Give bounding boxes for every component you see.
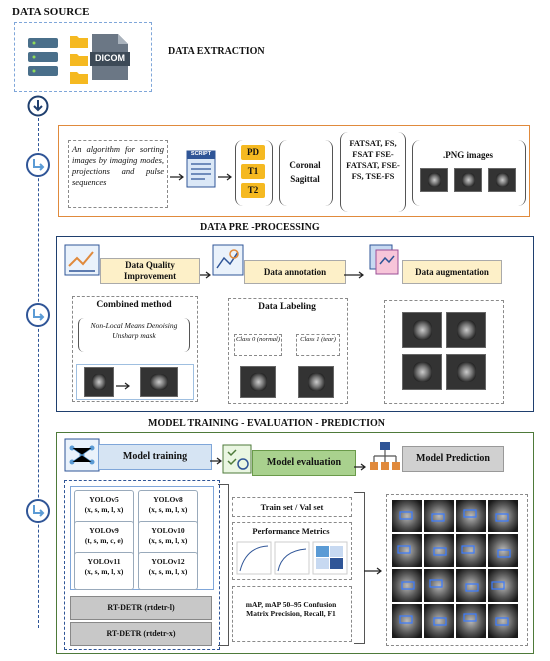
model-evaluation-label: Model evaluation	[252, 450, 356, 476]
augmented-image	[446, 354, 486, 390]
flow-arrow-icon	[364, 562, 384, 575]
prediction-image-grid	[392, 500, 520, 638]
flow-arrow-icon	[116, 377, 132, 390]
flow-arrow-icon	[354, 458, 368, 471]
projections-bracket	[279, 140, 333, 206]
knee-mri-before	[84, 367, 114, 397]
model-panel	[56, 432, 534, 654]
augmented-image	[402, 354, 442, 390]
combined-method-title: Combined method	[96, 300, 172, 310]
pulse-sequences: FATSAT, FS, FSAT FSE- FATSAT, FSE-FS, TS…	[346, 138, 400, 181]
dicom-file-icon: DICOM	[90, 32, 130, 82]
mode-t1: T1	[241, 164, 265, 179]
augmentation-box	[384, 300, 504, 404]
prediction-icon	[368, 440, 402, 474]
augmented-image	[402, 312, 442, 348]
class-1-label: Class 1 (tear)	[296, 334, 340, 356]
rtdetr-x: RT-DETR (rtdetr-x)	[70, 622, 212, 646]
evaluation-icon	[222, 444, 252, 474]
class-1-image	[298, 366, 334, 398]
data-source-title: DATA SOURCE	[12, 6, 90, 18]
preprocessing-panel	[56, 236, 534, 412]
png-thumbnail	[488, 168, 516, 192]
neural-net-icon	[64, 438, 100, 472]
knee-mri-after	[140, 367, 178, 397]
flow-arrow-icon	[218, 168, 234, 181]
preprocessing-title: DATA PRE -PROCESSING	[200, 222, 320, 233]
yolo-v11: YOLOv11(x, s, m, l, x)	[74, 552, 134, 590]
server-icon	[26, 36, 66, 80]
step-arrow-icon	[25, 302, 51, 328]
dicom-label: DICOM	[95, 53, 125, 63]
script-icon: SCRIPT	[186, 150, 216, 188]
train-val-box: Train set / Val set	[232, 497, 352, 517]
augmented-image	[446, 312, 486, 348]
folder-icon	[68, 32, 90, 84]
rtdetr-l: RT-DETR (rtdetr-l)	[70, 596, 212, 620]
data-labeling-box	[228, 298, 348, 404]
mode-t2: T2	[241, 183, 265, 198]
annotation-icon	[212, 244, 244, 276]
performance-metrics-title: Performance Metrics	[252, 526, 330, 536]
yolo-v12: YOLOv12(x, s, m, l, x)	[138, 552, 198, 590]
sequences-bracket	[340, 132, 406, 212]
algorithm-description: An algorithm for sorting images by imagi…	[68, 140, 168, 208]
timeline-line	[38, 118, 39, 628]
model-prediction-label: Model Prediction	[402, 446, 504, 472]
combined-method-box	[72, 296, 198, 402]
step-arrow-icon	[25, 152, 51, 178]
model-pipeline-title: MODEL TRAINING - EVALUATION - PREDICTION	[148, 418, 385, 429]
augmentation-label: Data augmentation	[402, 260, 502, 284]
script-label: SCRIPT	[190, 151, 212, 157]
quality-label: Data Quality Improvement	[100, 258, 200, 284]
connector-bracket	[218, 484, 229, 646]
step-arrow-icon	[25, 498, 51, 524]
png-thumbnail	[420, 168, 448, 192]
combined-method-list: Non-Local Means Denoising Unsharp mask	[78, 318, 190, 352]
class-0-image	[240, 366, 276, 398]
png-thumbnail	[454, 168, 482, 192]
connector-bracket	[354, 492, 365, 644]
model-training-label: Model training	[98, 444, 212, 470]
models-group	[64, 480, 220, 650]
projection-sagittal: Sagittal	[290, 174, 320, 184]
flow-arrow-icon	[170, 168, 186, 181]
extraction-panel	[58, 125, 530, 217]
modes-bracket	[235, 140, 273, 206]
mode-pd: PD	[241, 145, 265, 160]
performance-metrics-box	[232, 522, 352, 580]
augmentation-icon	[366, 244, 402, 276]
annotation-label: Data annotation	[244, 260, 346, 284]
down-arrow-icon	[27, 95, 49, 117]
metrics-list-box	[232, 586, 352, 642]
flow-arrow-icon	[210, 452, 224, 465]
flow-arrow-icon	[200, 266, 212, 279]
image-pair-box	[76, 364, 194, 400]
quality-icon	[64, 244, 100, 276]
prediction-results-box	[386, 494, 528, 646]
projection-coronal: Coronal	[289, 160, 321, 170]
png-images-label: .PNG images	[443, 150, 493, 160]
class-0-label: Class 0 (normal)	[234, 334, 282, 356]
metrics-chart-thumbnails	[236, 541, 348, 575]
data-labeling-title: Data Labeling	[258, 302, 316, 312]
data-source-box	[14, 22, 152, 92]
png-bracket	[412, 140, 526, 206]
metrics-list: mAP, mAP 50–95 Confusion Matrix Precisio…	[245, 600, 337, 618]
data-extraction-title: DATA EXTRACTION	[168, 46, 265, 57]
flow-arrow-icon	[344, 266, 366, 279]
